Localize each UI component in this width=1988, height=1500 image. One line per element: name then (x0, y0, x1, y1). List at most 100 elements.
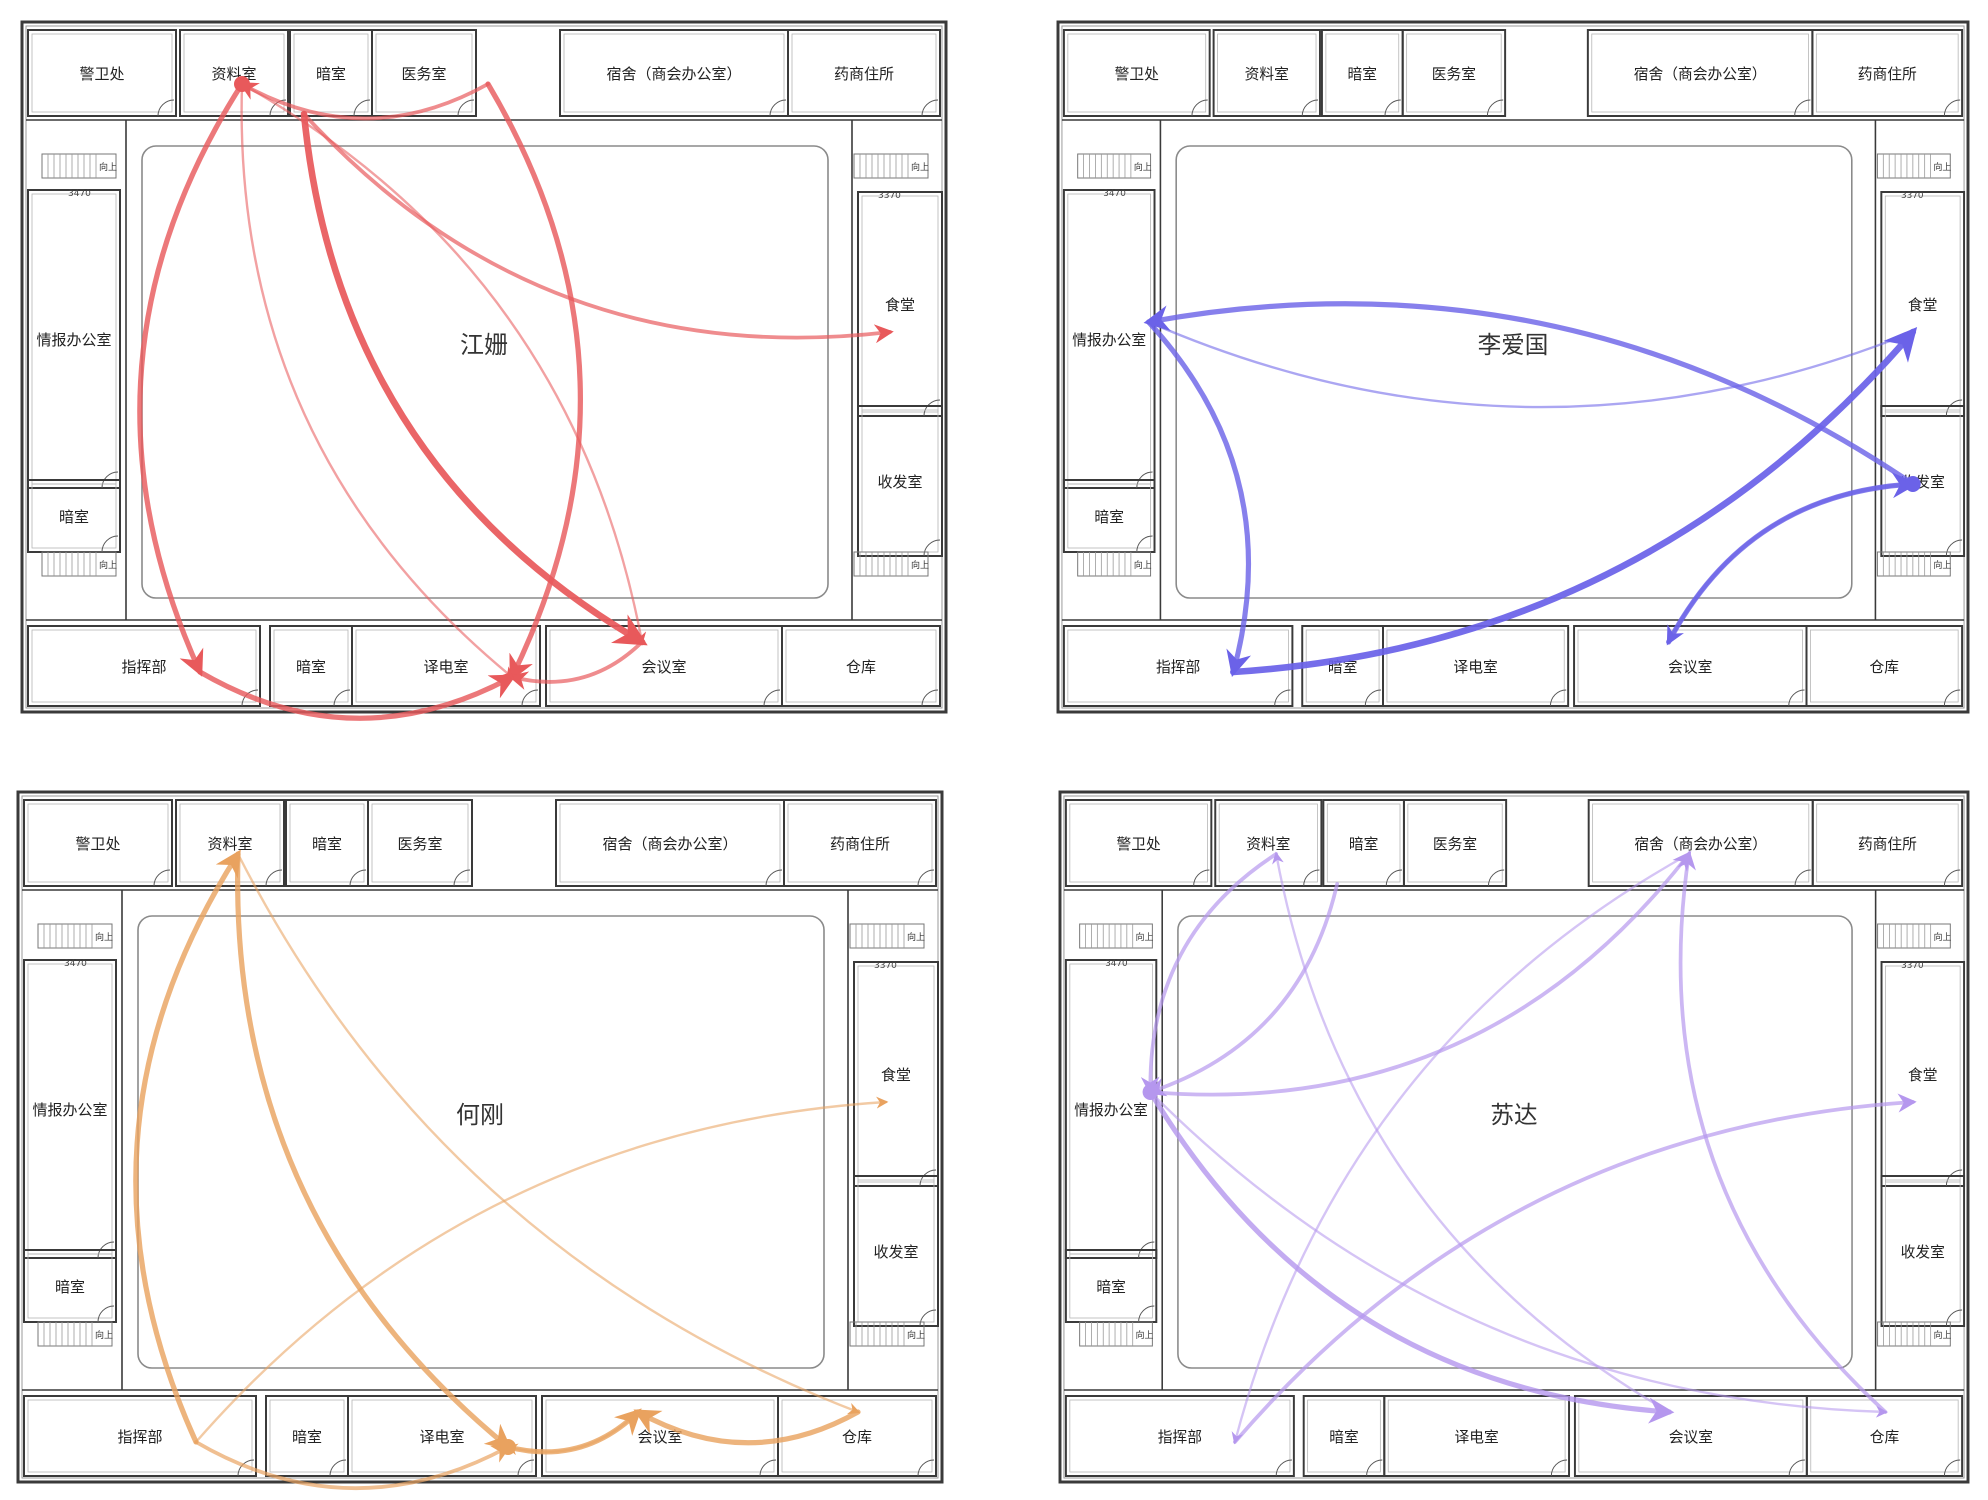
room-bottom-2: 译电室 (347, 1395, 537, 1477)
movement-path (137, 81, 245, 677)
room-label: 暗室 (292, 1428, 322, 1446)
start-point (234, 76, 250, 92)
movement-path (197, 669, 517, 721)
movement-path (1677, 850, 1888, 1414)
room-label: 暗室 (59, 508, 89, 526)
room-top-4: 宿舍（商会办公室） (1586, 29, 1814, 117)
room-left-0: 情报办公室 (27, 189, 121, 489)
room-label: 仓库 (846, 658, 876, 676)
movement-path (235, 851, 513, 1451)
room-top-1: 资料室 (1212, 29, 1321, 117)
movement-path (1233, 1093, 1917, 1444)
start-point (1904, 476, 1921, 492)
stairs-label: 向上 (907, 1329, 925, 1341)
stairs-label: 向上 (911, 161, 929, 173)
room-top-3: 医务室 (1402, 799, 1508, 887)
room-label: 资料室 (1245, 65, 1289, 83)
room-label: 情报办公室 (36, 331, 111, 349)
room-bottom-4: 仓库 (1805, 1395, 1964, 1477)
room-bottom-3: 会议室 (541, 1395, 779, 1477)
movement-path (1666, 482, 1915, 646)
room-bottom-2: 译电室 (1383, 1395, 1571, 1477)
room-bottom-3: 会议室 (1573, 625, 1808, 707)
room-bottom-1: 暗室 (269, 625, 353, 707)
room-label: 会议室 (1668, 658, 1712, 676)
movement-path (1140, 852, 1279, 1096)
room-label: 食堂 (881, 1066, 911, 1084)
room-label: 情报办公室 (1072, 331, 1146, 349)
room-label: 暗室 (296, 658, 326, 676)
stairs-label: 向上 (1136, 1329, 1154, 1341)
room-label: 译电室 (1453, 658, 1497, 676)
movement-path (1148, 851, 1692, 1097)
room-top-5: 药商住所 (783, 799, 937, 887)
stairs-label: 向上 (1934, 931, 1952, 943)
movement-path (485, 81, 583, 682)
stairs-tr: 向上 (853, 153, 929, 179)
room-left-1: 暗室 (1064, 1249, 1158, 1323)
dimension-right: 3370 (1901, 191, 1924, 201)
room-label: 药商住所 (1858, 65, 1917, 83)
room-top-1: 资料室 (1214, 799, 1323, 887)
floorplan-panel-4: 警卫处资料室暗室医务室宿舍（商会办公室）药商住所情报办公室暗室食堂收发室指挥部暗… (1058, 790, 1970, 1484)
room-label: 医务室 (397, 835, 442, 853)
room-label: 指挥部 (121, 658, 166, 676)
room-label: 暗室 (316, 65, 346, 83)
floorplan-panel-1: 警卫处资料室暗室医务室宿舍（商会办公室）药商住所情报办公室暗室食堂收发室指挥部暗… (20, 20, 948, 721)
stairs-label: 向上 (911, 559, 929, 571)
stairs-bl: 向上 (1079, 1321, 1154, 1347)
room-top-5: 药商住所 (787, 29, 941, 117)
room-top-4: 宿舍（商会办公室） (559, 29, 789, 117)
room-top-0: 警卫处 (27, 29, 177, 117)
room-label: 暗室 (312, 835, 342, 853)
movement-path (133, 849, 241, 1445)
room-label: 食堂 (1908, 1066, 1937, 1084)
room-label: 会议室 (1669, 1428, 1713, 1446)
room-top-5: 药商住所 (1811, 29, 1964, 117)
stairs-bl: 向上 (37, 1321, 113, 1347)
stairs-tl: 向上 (1077, 153, 1152, 179)
room-label: 收发室 (1901, 1243, 1945, 1261)
stairs-tl: 向上 (37, 923, 113, 949)
room-right-0: 食堂 (1880, 191, 1966, 417)
room-label: 仓库 (842, 1428, 872, 1446)
room-label: 暗室 (1329, 1428, 1359, 1446)
room-label: 警卫处 (79, 65, 124, 83)
room-label: 医务室 (1433, 835, 1477, 853)
room-top-2: 暗室 (289, 29, 373, 117)
room-bottom-2: 译电室 (351, 625, 541, 707)
movement-path (300, 110, 648, 646)
stairs-br: 向上 (853, 551, 929, 577)
room-right-1: 收发室 (1880, 405, 1966, 557)
room-label: 资料室 (207, 835, 252, 853)
room-label: 收发室 (873, 1243, 918, 1261)
person-name: 苏达 (1490, 1101, 1537, 1129)
movement-path (508, 640, 644, 690)
stairs-tr: 向上 (1877, 923, 1952, 949)
movement-path (1149, 1090, 1888, 1418)
stairs-br: 向上 (849, 1321, 925, 1347)
floorplan-panel-3: 警卫处资料室暗室医务室宿舍（商会办公室）药商住所情报办公室暗室食堂收发室指挥部暗… (16, 790, 944, 1491)
movement-path (1230, 327, 1918, 676)
person-name: 李爱国 (1478, 331, 1549, 359)
dimension-left: 3470 (68, 189, 91, 199)
stairs-bl: 向上 (1077, 551, 1152, 577)
room-top-4: 宿舍（商会办公室） (1587, 799, 1814, 887)
movement-path (1272, 851, 1671, 1414)
room-top-5: 药商住所 (1811, 799, 1964, 887)
room-left-0: 情报办公室 (1064, 959, 1158, 1259)
room-label: 资料室 (211, 65, 256, 83)
room-left-1: 暗室 (1062, 479, 1156, 553)
movement-path (238, 82, 490, 121)
room-label: 指挥部 (117, 1428, 162, 1446)
room-label: 宿舍（商会办公室） (1634, 65, 1767, 83)
room-label: 暗室 (1096, 1278, 1126, 1296)
room-bottom-0: 指挥部 (27, 625, 261, 707)
person-name: 江姗 (460, 331, 508, 359)
room-bottom-3: 会议室 (545, 625, 783, 707)
room-label: 警卫处 (1115, 65, 1159, 83)
stairs-label: 向上 (95, 1329, 113, 1341)
stairs-tr: 向上 (1876, 153, 1951, 179)
room-bottom-0: 指挥部 (1064, 1395, 1295, 1477)
